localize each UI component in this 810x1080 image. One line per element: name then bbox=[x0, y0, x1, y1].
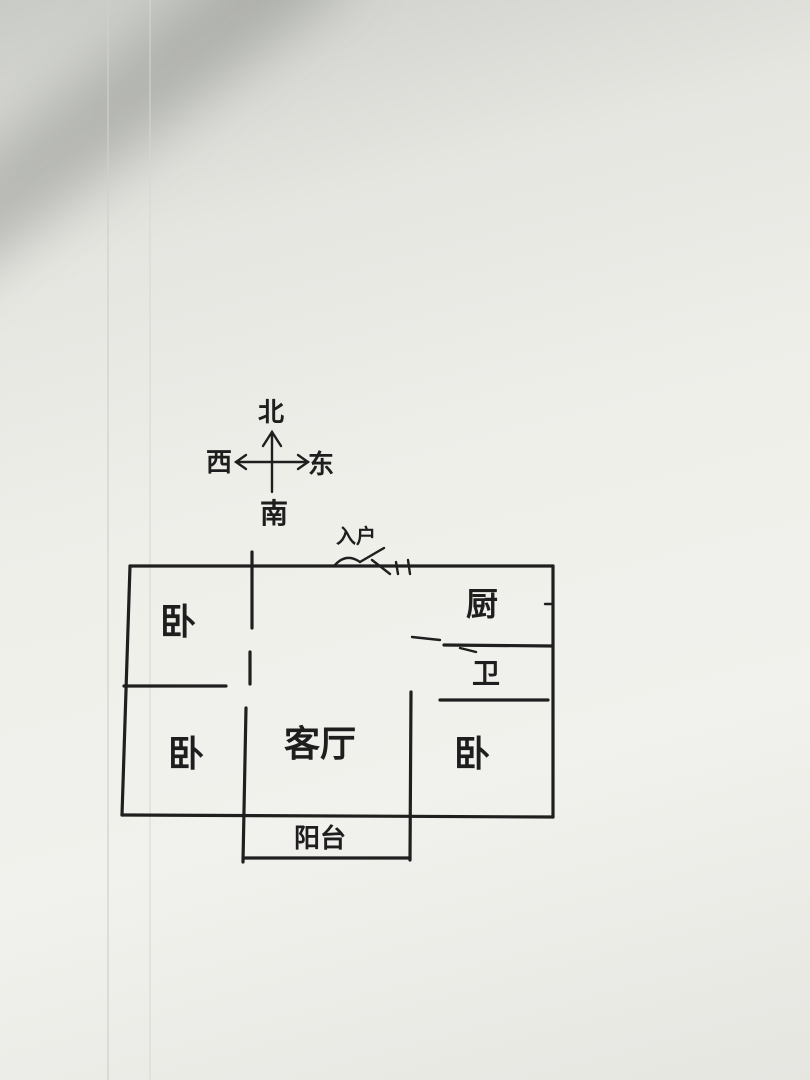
room-label-bathroom: 卫 bbox=[472, 657, 501, 690]
room-label-bedroom-northwest: 卧 bbox=[160, 601, 197, 643]
interior-walls bbox=[122, 550, 555, 864]
room-label-bedroom-southeast: 卧 bbox=[454, 733, 491, 775]
compass-west-label: 西 bbox=[206, 448, 233, 478]
entrance-label: 入户 bbox=[336, 524, 376, 548]
outer-walls bbox=[120, 564, 555, 819]
compass-south-label: 南 bbox=[260, 497, 289, 530]
entrance-door-mark bbox=[332, 546, 412, 576]
compass-rose bbox=[233, 429, 311, 494]
compass-north-label: 北 bbox=[258, 398, 285, 428]
room-label-bedroom-southwest: 卧 bbox=[168, 733, 205, 775]
room-label-balcony: 阳台 bbox=[294, 824, 347, 854]
room-label-kitchen: 厨 bbox=[466, 585, 499, 623]
compass-east-label: 东 bbox=[308, 450, 335, 480]
room-label-living-room: 客厅 bbox=[284, 723, 357, 765]
